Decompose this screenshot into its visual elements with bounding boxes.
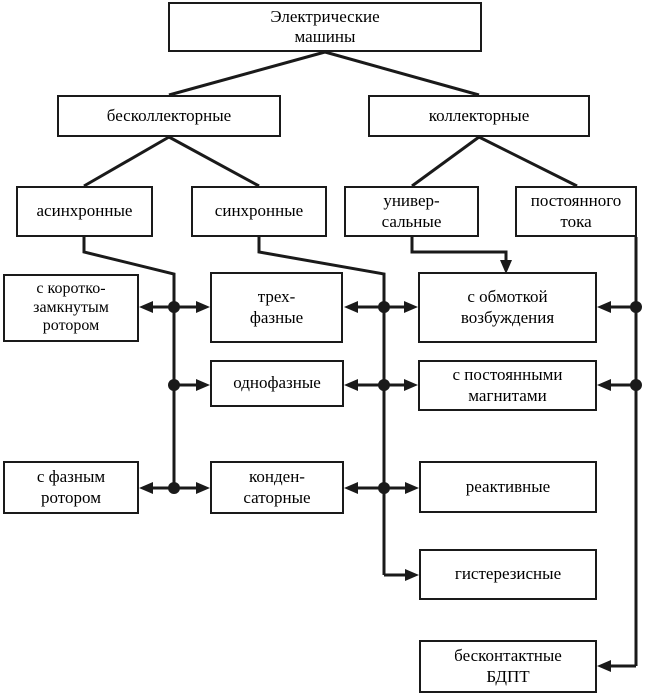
edge-root-brushless <box>168 50 326 97</box>
edge-universal-to-field-winding <box>410 237 508 266</box>
edge-brushless-async <box>83 135 170 188</box>
junction-dot-mid-row3 <box>378 482 390 494</box>
arrowhead-row1-mid-west <box>344 301 358 313</box>
junction-dot-left-row3 <box>168 482 180 494</box>
edge-brushed-universal <box>411 135 480 188</box>
node-universal[interactable]: универ- сальные <box>344 186 479 237</box>
arrowhead-row3-mid-east <box>405 482 419 494</box>
node-three-phase[interactable]: трех- фазные <box>210 272 343 343</box>
arrowhead-row3-left-east <box>196 482 210 494</box>
node-sync[interactable]: синхронные <box>191 186 327 237</box>
node-reactive[interactable]: реактивные <box>419 461 597 513</box>
junction-dot-mid-row1 <box>378 301 390 313</box>
node-wound-rotor[interactable]: с фазным ротором <box>3 461 139 514</box>
arrowhead-row1-left-west <box>139 301 153 313</box>
node-squirrel-cage[interactable]: с коротко- замкнутым ротором <box>3 274 139 342</box>
arrowhead-row1-mid-east <box>404 301 418 313</box>
node-brushed[interactable]: коллекторные <box>368 95 590 137</box>
edge-brushless-sync <box>168 135 260 188</box>
junction-dot-right-row2 <box>630 379 642 391</box>
node-root[interactable]: Электрические машины <box>168 2 482 52</box>
node-brushless-dc[interactable]: бесконтактные БДПТ <box>419 640 597 693</box>
junction-dot-left-row1 <box>168 301 180 313</box>
arrowhead-universal-field <box>500 260 512 274</box>
node-single-phase[interactable]: однофазные <box>210 360 344 407</box>
junction-dot-right-row1 <box>630 301 642 313</box>
node-capacitor[interactable]: конден- саторные <box>210 461 344 514</box>
arrowhead-row2-mid-east <box>404 379 418 391</box>
arrowhead-row5-brushless-dc <box>597 660 611 672</box>
arrowhead-row2-right-west <box>597 379 611 391</box>
node-dc[interactable]: постоянного тока <box>515 186 637 237</box>
arrowhead-row4-hysteresis <box>405 569 419 581</box>
arrowhead-row1-right-west <box>597 301 611 313</box>
junction-dot-mid-row2 <box>378 379 390 391</box>
arrowhead-row2-left-east <box>196 379 210 391</box>
arrowhead-row3-mid-west <box>344 482 358 494</box>
junction-dot-left-row2 <box>168 379 180 391</box>
edge-root-brushed <box>324 50 480 97</box>
edge-sync-to-mid-bus <box>257 237 386 575</box>
node-field-winding[interactable]: с обмоткой возбуждения <box>418 272 597 343</box>
node-async[interactable]: асинхронные <box>16 186 153 237</box>
arrowhead-row3-left-west <box>139 482 153 494</box>
node-hysteresis[interactable]: гистерезисные <box>419 549 597 600</box>
arrowhead-row2-mid-west <box>344 379 358 391</box>
node-permanent-magnet[interactable]: с постоянными магнитами <box>418 360 597 411</box>
arrowhead-row1-left-east <box>196 301 210 313</box>
node-brushless[interactable]: бесколлекторные <box>57 95 281 137</box>
edge-brushed-dc <box>478 135 578 188</box>
